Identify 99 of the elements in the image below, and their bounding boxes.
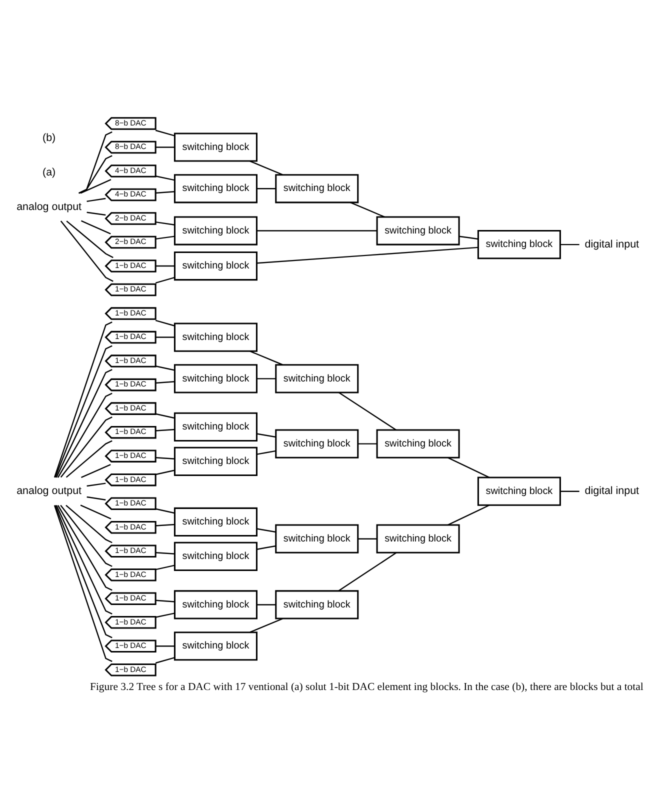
connector — [66, 504, 112, 544]
connector — [155, 176, 175, 181]
node-box: switching block — [174, 364, 258, 394]
connector — [86, 212, 106, 216]
node-box: switching block — [174, 446, 258, 476]
connector — [155, 366, 175, 371]
connector — [78, 155, 112, 194]
connector — [156, 236, 175, 240]
connector — [250, 160, 283, 176]
connector — [156, 524, 175, 526]
node-box: switching block — [174, 322, 258, 352]
connector — [60, 504, 112, 567]
node-box: switching block — [376, 524, 460, 554]
connector — [156, 600, 175, 602]
connector — [458, 236, 478, 240]
connector — [54, 321, 112, 478]
connector — [155, 564, 175, 570]
connector — [54, 345, 112, 478]
node-box: switching block — [275, 364, 359, 394]
connector — [66, 440, 112, 478]
node-box: switching block — [174, 542, 258, 572]
connector — [155, 413, 175, 419]
node-box: switching block — [275, 590, 359, 620]
node-text: analog output — [16, 200, 82, 213]
connector — [54, 505, 112, 662]
connector — [86, 198, 106, 202]
connector — [155, 657, 175, 664]
connector — [81, 220, 111, 234]
node-text: digital input — [584, 485, 640, 498]
connector — [256, 545, 276, 550]
node-box: switching block — [174, 507, 258, 537]
connector — [358, 538, 377, 540]
connector — [57, 504, 112, 591]
node-box: switching block — [174, 412, 258, 442]
connector — [57, 392, 112, 478]
connector — [78, 131, 112, 194]
node-text: analog output — [16, 485, 82, 498]
connector — [56, 505, 112, 614]
connector — [256, 230, 377, 232]
node-box: switching block — [174, 632, 258, 661]
connector — [560, 490, 580, 492]
connector — [156, 221, 175, 226]
node-box: switching block — [174, 132, 258, 162]
node-box: switching block — [477, 230, 561, 260]
node-box: switching block — [174, 174, 258, 204]
connector — [80, 504, 112, 520]
connector — [448, 504, 490, 526]
label: (a) — [42, 166, 56, 178]
connector — [86, 482, 106, 487]
connector — [156, 336, 175, 338]
connector — [350, 202, 385, 218]
connector — [256, 378, 276, 380]
connector — [60, 416, 112, 478]
connector — [155, 612, 175, 618]
connector — [155, 470, 175, 476]
connector — [448, 457, 490, 478]
connector — [60, 220, 114, 282]
connector — [156, 265, 175, 267]
node-box: switching block — [477, 476, 561, 506]
connector — [256, 450, 276, 455]
connector — [338, 392, 397, 431]
node-box: switching block — [275, 429, 359, 458]
connector — [80, 178, 112, 194]
connector — [155, 276, 175, 284]
connector — [155, 320, 175, 326]
label: (b) — [42, 132, 56, 144]
node-box: switching block — [174, 216, 258, 246]
connector — [81, 464, 111, 478]
connector — [250, 350, 283, 366]
connector — [256, 188, 276, 190]
node-box: switching block — [376, 429, 460, 458]
node-box: switching block — [275, 174, 359, 204]
connector — [156, 428, 175, 432]
connector — [155, 130, 175, 136]
connector — [256, 528, 276, 533]
connector — [155, 508, 175, 514]
connector — [250, 618, 283, 633]
connector — [66, 220, 114, 258]
caption: Figure 3.2 Tree s for a DAC with 17 ventional (a) solut 1-bit DAC element ing blocks. In the case (b), there are blocks but a total — [90, 680, 644, 693]
connector — [256, 246, 478, 264]
connector — [156, 146, 175, 148]
node-text: digital input — [584, 238, 640, 250]
connector — [56, 368, 112, 478]
node-box: switching block — [174, 590, 258, 620]
connector — [54, 505, 112, 638]
connector — [86, 496, 106, 500]
connector — [338, 552, 397, 592]
connector — [156, 190, 175, 194]
node-box: switching block — [275, 524, 359, 554]
connector — [560, 244, 580, 246]
connector — [156, 646, 175, 647]
connector — [156, 552, 175, 554]
node-box: switching block — [376, 216, 460, 246]
connector — [256, 433, 276, 438]
connector — [156, 457, 175, 460]
connector — [256, 604, 276, 606]
connector — [358, 443, 377, 444]
node-box: switching block — [174, 251, 258, 281]
connector — [156, 381, 175, 384]
